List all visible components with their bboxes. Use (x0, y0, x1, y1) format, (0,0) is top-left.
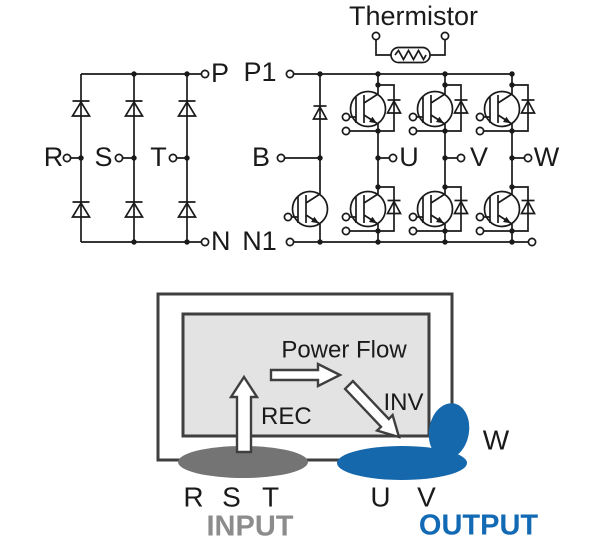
output-caption: OUTPUT (419, 510, 539, 542)
terminal-label-v: V (470, 142, 488, 172)
junction-dots (317, 71, 515, 245)
inv-label: INV (383, 389, 423, 416)
igbt-lower-v (408, 190, 454, 236)
output-blob (337, 403, 470, 480)
terminal-label-b: B (252, 142, 270, 172)
input-phase-t: T (262, 482, 279, 513)
power-flow-block-diagram: Power Flow INV REC R S T U V W INPUT OUT… (156, 292, 539, 543)
freewheel-diode-brackets (378, 84, 529, 232)
output-phase-u: U (370, 482, 390, 513)
terminal-label-p: P (211, 58, 229, 88)
igbt-upper-w (475, 90, 521, 136)
terminal-label-n: N (211, 226, 231, 256)
input-phase-s: S (222, 482, 241, 513)
power-flow-label: Power Flow (281, 337, 407, 364)
junction-dots (78, 71, 190, 245)
terminal-label-w: W (534, 142, 560, 172)
igbt-upper-v (408, 90, 454, 136)
thermistor-label: Thermistor (349, 1, 478, 31)
output-phase-v: V (417, 482, 436, 513)
input-blob (178, 446, 308, 478)
terminal-label-t: T (150, 142, 167, 172)
inverter-bridge: P1 B N1 U V W (242, 57, 560, 256)
inverter-terminal-circles (276, 69, 537, 247)
inv-arrow (343, 379, 401, 439)
rectifier-bridge: P N R S T (44, 58, 231, 256)
igbt-lower-w (475, 190, 521, 236)
rec-label: REC (261, 403, 312, 430)
terminal-label-p1: P1 (243, 57, 276, 87)
igbt-brake (283, 190, 329, 228)
rectifier-terminal-circles (62, 69, 210, 247)
terminal-label-r: R (44, 142, 64, 172)
terminal-label-n1: N1 (242, 226, 277, 256)
terminal-label-s: S (94, 142, 112, 172)
rec-arrow (228, 374, 260, 454)
igbt-upper-u (341, 90, 387, 136)
terminal-label-u: U (399, 142, 419, 172)
thermistor: Thermistor (349, 1, 478, 64)
input-phase-r: R (183, 482, 203, 513)
input-caption: INPUT (207, 511, 294, 543)
power-flow-arrow (269, 362, 343, 388)
thermistor-zigzag (394, 48, 427, 62)
output-phase-w: W (483, 425, 510, 456)
igbt-lower-u (341, 190, 387, 236)
